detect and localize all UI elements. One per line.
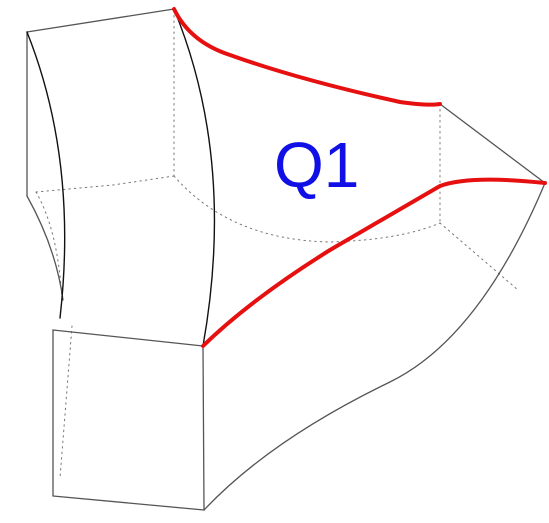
visible-edges xyxy=(26,8,546,511)
hidden-edge-inner-curve xyxy=(173,175,441,243)
hidden-edge-left-lower xyxy=(35,191,63,301)
edge-bottom-face-right xyxy=(202,345,205,511)
edge-center-inner-curve xyxy=(173,8,216,347)
hidden-edge-bottom-vertical xyxy=(59,325,73,479)
edge-bottom-face-bottom xyxy=(52,495,205,511)
edge-left-lower-curve xyxy=(26,195,64,301)
edge-left-inner-curve xyxy=(26,31,66,319)
edge-bottom-sweep xyxy=(203,182,546,511)
face-label-q1: Q1 xyxy=(274,129,359,201)
edge-right-top xyxy=(439,103,546,184)
highlighted-boundaries xyxy=(172,7,547,348)
boundary-curve-top xyxy=(172,7,442,107)
hidden-edges xyxy=(35,9,519,479)
hidden-edge-right-bottom xyxy=(439,222,519,291)
boundary-curve-bottom xyxy=(201,177,547,348)
hidden-edge-left-bottom xyxy=(35,175,175,193)
edge-top-left xyxy=(26,8,175,33)
edge-bottom-face-top xyxy=(52,329,204,347)
